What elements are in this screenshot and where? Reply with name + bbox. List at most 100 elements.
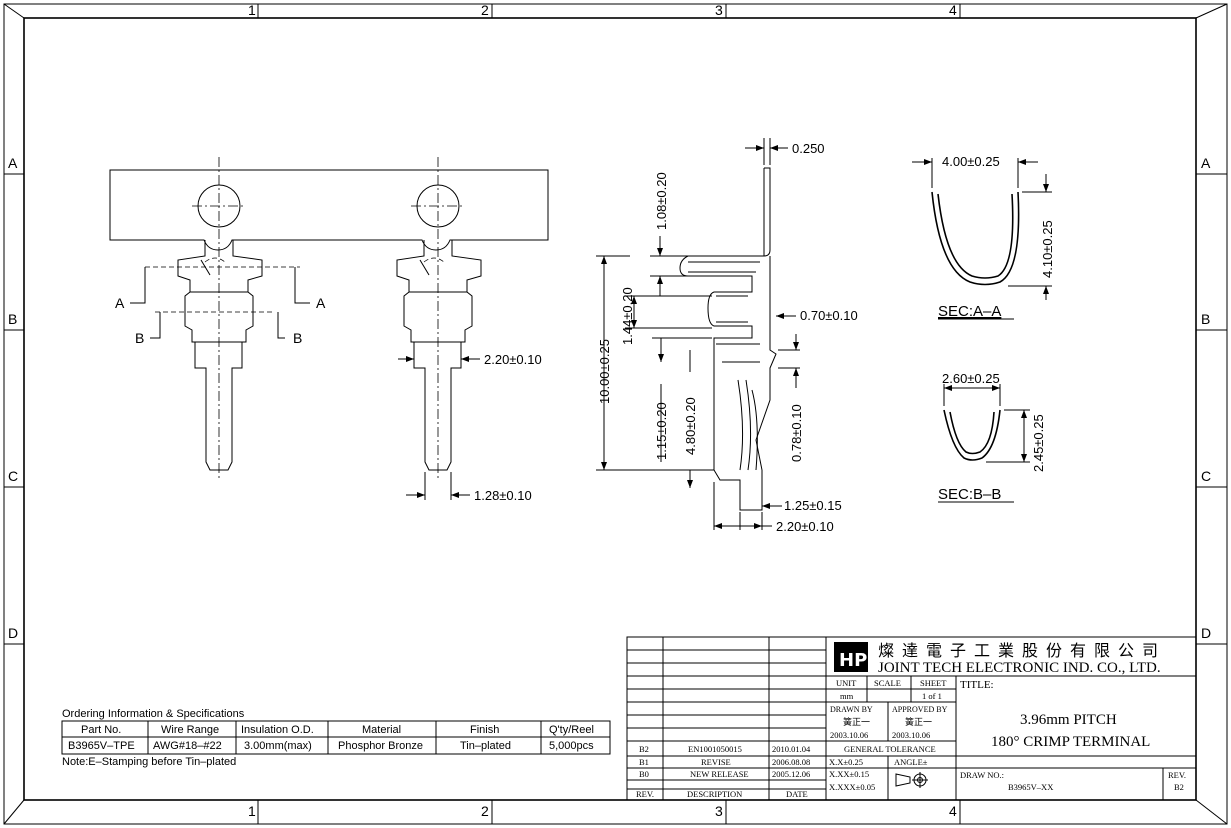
section-b-left: B	[135, 330, 144, 346]
unit-label: UNIT	[836, 678, 857, 688]
rev-row-b2-rev: B2	[639, 744, 649, 754]
ordering-header-wire: Wire Range	[161, 724, 219, 736]
drawn-by-label: DRAWN BY	[830, 705, 873, 714]
drawn-date: 2003.10.06	[830, 730, 868, 740]
row-label-a-right: A	[1201, 155, 1211, 171]
terminal-right	[396, 240, 482, 471]
rev-header-date: DATE	[786, 789, 808, 799]
ordering-note: Note:E–Stamping before Tin–plated	[62, 756, 236, 768]
rev-row-b0-desc: NEW RELEASE	[690, 769, 749, 779]
approved-by-name: 簧正一	[905, 716, 932, 727]
ordering-cell-finish: Tin–plated	[460, 740, 511, 752]
projection-symbol-icon	[895, 772, 928, 788]
section-bb: 2.60±0.25 2.45±0.25 SEC:B–B	[938, 371, 1046, 503]
row-label-b: B	[8, 311, 17, 327]
row-label-a: A	[8, 155, 18, 171]
section-a-right: A	[316, 295, 326, 311]
svg-text:HP: HP	[839, 650, 867, 671]
rev-row-b0-rev: B0	[639, 769, 649, 779]
sheet-value: 1 of 1	[922, 691, 942, 701]
draw-no-label: DRAW NO.:	[960, 770, 1004, 780]
dim-pin-label: 1.28±0.10	[474, 488, 532, 503]
approved-by-label: APPROVED BY	[892, 705, 948, 714]
col-label-1-bottom: 1	[248, 803, 256, 819]
row-label-c-right: C	[1201, 468, 1211, 484]
company-name-cn: 燦 達 電 子 工 業 股 份 有 限 公 司	[878, 642, 1160, 660]
rev-row-b0-date: 2005.12.06	[772, 769, 810, 779]
ordering-header-insulation: Insulation O.D.	[241, 724, 314, 736]
dim-0-78-label: 0.78±0.10	[789, 404, 804, 462]
angle-label: ANGLE±	[894, 757, 928, 767]
sec-aa-label: SEC:A–A	[938, 303, 1001, 320]
dim-2-20-label: 2.20±0.10	[776, 519, 834, 534]
col-label-4-bottom: 4	[949, 803, 957, 819]
rev-header-desc: DESCRIPTION	[687, 789, 742, 799]
title-block: B2 EN1001050015 2010.01.04 B1 REVISE 200…	[626, 636, 1197, 801]
row-label-c: C	[8, 468, 18, 484]
sheet-border: 1 2 3 4 1 2 3 4 A B C D A B C D	[3, 2, 1228, 825]
rev-row-b1-desc: REVISE	[701, 757, 731, 767]
dim-1-15-label: 1.15±0.20	[654, 402, 669, 460]
sec-bb-width: 2.60±0.25	[942, 371, 1000, 386]
unit-value: mm	[840, 691, 854, 701]
company-logo: HP	[834, 642, 868, 672]
sec-bb-label: SEC:B–B	[938, 486, 1001, 503]
rev-row-b1-date: 2006.08.08	[772, 757, 810, 767]
drawn-by-name: 簧正一	[843, 716, 870, 727]
dim-10-00-label: 10.00±0.25	[597, 339, 612, 404]
col-label-3-bottom: 3	[715, 803, 723, 819]
terminal-left	[177, 240, 263, 471]
ordering-title: Ordering Information & Specifications	[62, 708, 245, 720]
col-label-1: 1	[248, 2, 256, 18]
sec-aa-height: 4.10±0.25	[1040, 220, 1055, 278]
col-label-3: 3	[715, 2, 723, 18]
draw-no-value: B3965V–XX	[1008, 782, 1053, 792]
tolerance-2: X.XX±0.15	[829, 769, 869, 779]
section-b-right: B	[293, 330, 302, 346]
general-tolerance: GENERAL TOLERANCE	[844, 744, 936, 754]
ordering-cell-insulation: 3.00mm(max)	[244, 740, 312, 752]
ordering-header-part: Part No.	[81, 724, 121, 736]
rev-row-b1-rev: B1	[639, 757, 649, 767]
col-label-2-bottom: 2	[481, 803, 489, 819]
rev-row-b2-date: 2010.01.04	[772, 744, 811, 754]
dim-thickness-label: 0.250	[792, 141, 825, 156]
row-label-b-right: B	[1201, 311, 1210, 327]
dim-1-08-label: 1.08±0.20	[654, 172, 669, 230]
ordering-table: Ordering Information & Specifications Pa…	[61, 708, 611, 768]
dim-0-70-label: 0.70±0.10	[800, 308, 858, 323]
sec-aa-width: 4.00±0.25	[942, 154, 1000, 169]
dim-width-label: 2.20±0.10	[484, 352, 542, 367]
ordering-cell-qty: 5,000pcs	[549, 740, 594, 752]
side-view: 0.250 1.08±0.20 1.44±0.20 10.00±0.25 1.1…	[596, 138, 858, 534]
front-view: A A B B 2.20±0.10 1.28±0.10	[109, 157, 549, 503]
dim-1-25-label: 1.25±0.15	[784, 498, 842, 513]
dim-1-44-label: 1.44±0.20	[620, 287, 635, 345]
approved-date: 2003.10.06	[892, 730, 930, 740]
ordering-cell-material: Phosphor Bronze	[338, 740, 423, 752]
scale-label: SCALE	[874, 678, 901, 688]
sheet-label: SHEET	[920, 678, 947, 688]
tolerance-1: X.X±0.25	[829, 757, 863, 767]
ordering-header-material: Material	[362, 724, 401, 736]
ordering-cell-wire: AWG#18–#22	[153, 740, 222, 752]
tolerance-3: X.XXX±0.05	[829, 782, 875, 792]
dim-4-80-label: 4.80±0.20	[683, 397, 698, 455]
col-label-4: 4	[949, 2, 957, 18]
company-name-en: JOINT TECH ELECTRONIC IND. CO., LTD.	[878, 660, 1161, 676]
ordering-cell-part: B3965V–TPE	[68, 740, 135, 752]
rev-value: B2	[1174, 782, 1184, 792]
section-a-left: A	[115, 295, 125, 311]
rev-label: REV.	[1168, 770, 1186, 780]
ordering-header-qty: Q'ty/Reel	[549, 724, 594, 736]
title-label: TITLE:	[960, 679, 994, 691]
row-label-d: D	[8, 625, 18, 641]
ordering-header-finish: Finish	[470, 724, 499, 736]
sec-bb-height: 2.45±0.25	[1031, 414, 1046, 472]
section-aa: 4.00±0.25 4.10±0.25 SEC:A–A	[912, 154, 1055, 320]
rev-header-rev: REV.	[636, 789, 654, 799]
title-line-2: 180° CRIMP TERMINAL	[991, 734, 1150, 750]
title-line-1: 3.96mm PITCH	[1020, 712, 1117, 728]
col-label-2: 2	[481, 2, 489, 18]
